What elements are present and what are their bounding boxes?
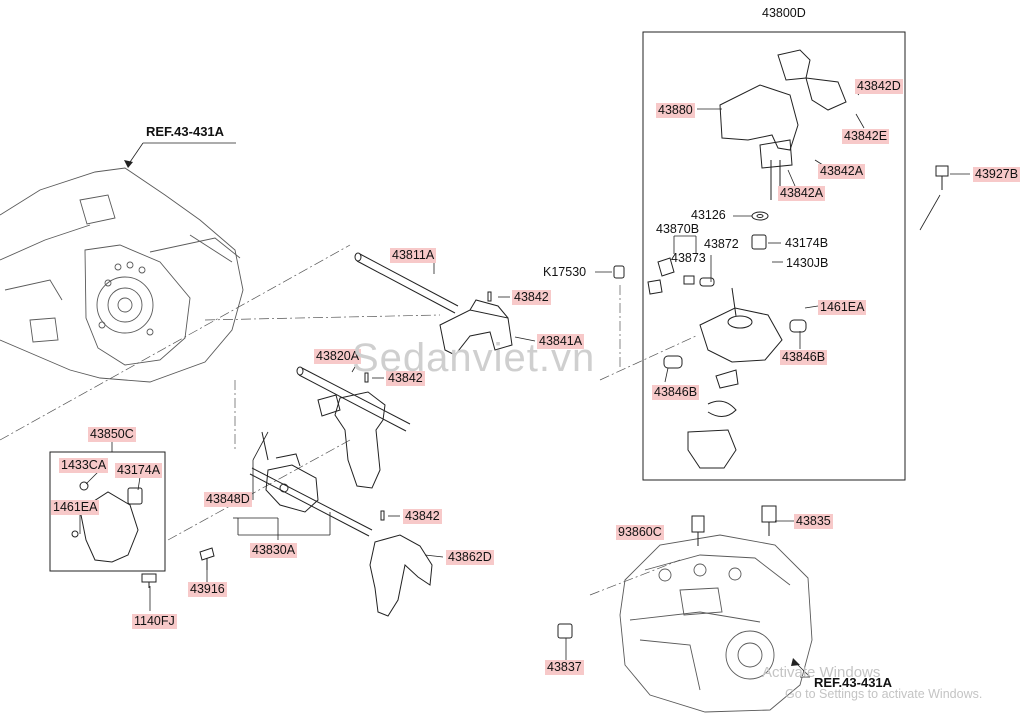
box-43800d (642, 31, 906, 481)
label-43126: 43126 (691, 208, 726, 222)
part-1140fj-bolt (141, 573, 157, 588)
label-43862d: 43862D (446, 550, 494, 565)
part-lower-clip-and-bracket (687, 369, 739, 469)
ref-label-bottom-right: REF.43-431A (814, 675, 893, 690)
label-43842d: 43842D (855, 79, 903, 94)
ref-label-top-left: REF.43-431A (146, 124, 225, 139)
label-43837: 43837 (545, 660, 584, 675)
label-1430jb: 1430JB (786, 256, 829, 270)
label-43174b: 43174B (785, 236, 829, 250)
part-43126-washer (751, 211, 769, 221)
part-43862d-fork (369, 534, 433, 617)
part-43850c-bracket (71, 481, 143, 563)
label-43850c: 43850C (88, 427, 136, 442)
part-k17530-plug (613, 265, 625, 279)
transmission-housing-left (0, 167, 244, 383)
housing-bolt-holes (98, 261, 154, 336)
label-43842e: 43842E (842, 129, 890, 144)
label-1461ea-right: 1461EA (818, 300, 867, 315)
label-43870b: 43870B (656, 222, 700, 236)
leader-arrowheads (124, 160, 800, 666)
part-43927b-bolt (935, 165, 949, 190)
label-43800d: 43800D (762, 6, 806, 20)
box-43850c (49, 451, 166, 572)
label-k17530: K17530 (543, 265, 587, 279)
windows-activation-subtitle: Go to Settings to activate Windows. (785, 687, 983, 701)
center-lines (0, 244, 699, 596)
part-43873-and-43870b (647, 257, 695, 295)
watermark-text: Sedanviet.vn (352, 336, 596, 380)
windows-activation-title: Activate Windows (762, 664, 881, 681)
label-43842a-upper: 43842A (818, 164, 866, 179)
label-43842a-lower: 43842A (778, 186, 826, 201)
label-43916: 43916 (188, 582, 227, 597)
label-43846b-right: 43846B (780, 350, 828, 365)
part-43811a-rod (354, 252, 459, 314)
part-43837-plug (557, 623, 573, 639)
part-43841a-lug (439, 299, 513, 356)
part-43174b-bushing (751, 234, 767, 250)
frame-boxes (49, 31, 906, 572)
part-shift-fork-upper (317, 391, 386, 489)
part-housing-plate (699, 287, 783, 363)
part-43848d-block (261, 431, 319, 513)
label-43842-lower: 43842 (403, 509, 442, 524)
label-43842-middle: 43842 (386, 371, 425, 386)
label-43820a: 43820A (314, 349, 362, 364)
label-43880: 43880 (656, 103, 695, 118)
label-43927b: 43927B (973, 167, 1021, 182)
label-1433ca: 1433CA (59, 458, 109, 473)
label-93860c: 93860C (616, 525, 664, 540)
label-1461ea-left: 1461EA (51, 500, 100, 515)
part-43846b-detents (663, 319, 807, 369)
part-43830a-rod (249, 467, 373, 537)
label-43846b-left: 43846B (652, 385, 700, 400)
transmission-case-bottom (619, 534, 813, 713)
label-1140fj: 1140FJ (132, 614, 177, 629)
label-43830a: 43830A (250, 543, 298, 558)
label-43872: 43872 (704, 237, 739, 251)
label-43873: 43873 (671, 251, 706, 265)
part-43820a-rod (296, 366, 411, 432)
label-43811a: 43811A (390, 248, 437, 263)
label-43841a: 43841A (537, 334, 585, 349)
label-43835: 43835 (794, 514, 833, 529)
part-43916-bolt (199, 547, 215, 570)
part-43872-spring (699, 277, 715, 287)
small-pins-43842 (364, 291, 492, 521)
label-43174a: 43174A (115, 463, 163, 478)
part-43835-switch (761, 505, 777, 536)
label-43848d: 43848D (204, 492, 252, 507)
label-43842-upper: 43842 (512, 290, 551, 305)
part-93860c-switch (691, 515, 705, 546)
